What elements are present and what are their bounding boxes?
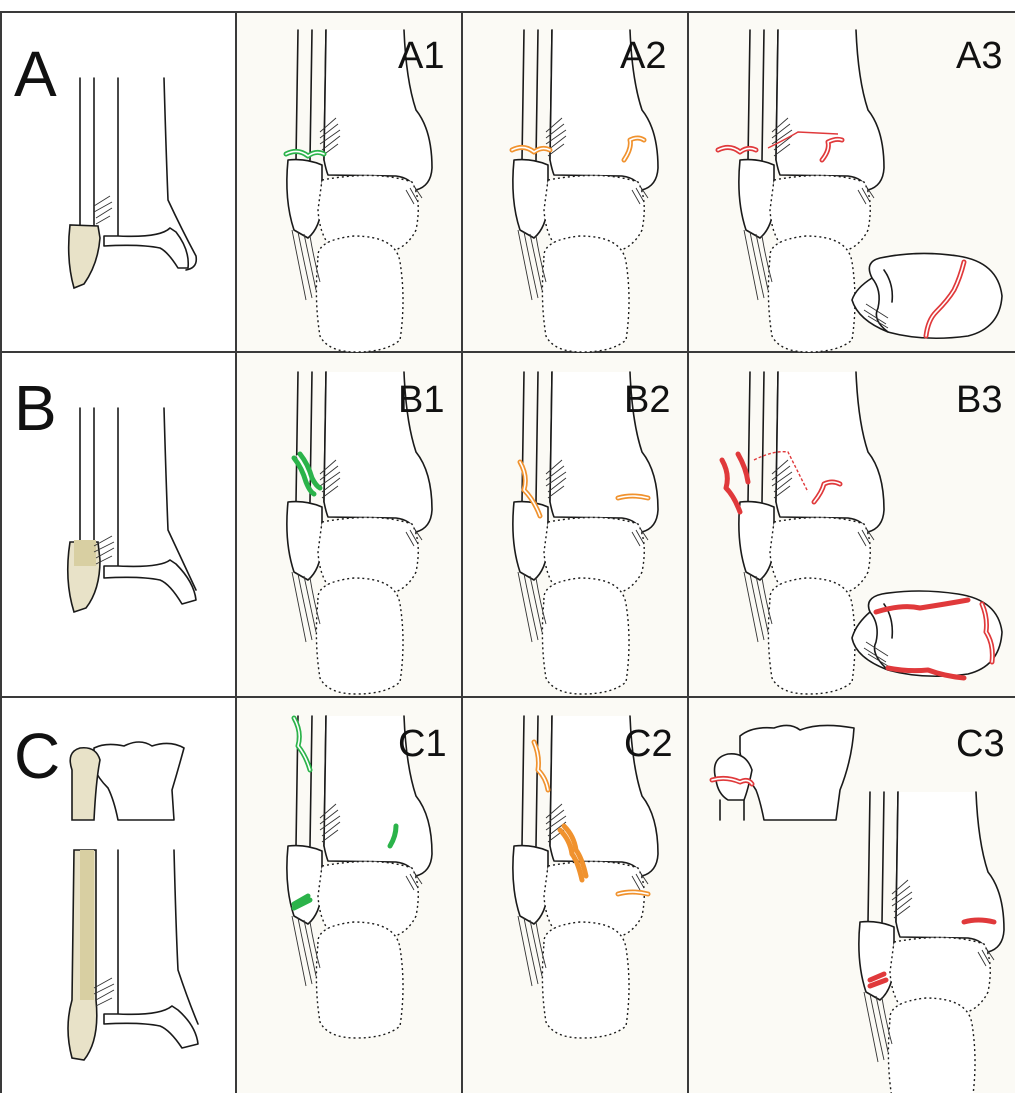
- panel-label-c3: C3: [956, 723, 1005, 765]
- row-label-b: B: [14, 372, 57, 444]
- panel-label-c1: C1: [398, 723, 447, 765]
- panel-label-a1: A1: [398, 35, 444, 77]
- panel-label-b2: B2: [624, 379, 670, 421]
- row-label-a: A: [14, 38, 57, 110]
- panel-label-b1: B1: [398, 379, 444, 421]
- panel-label-c2: C2: [624, 723, 673, 765]
- panel-label-a3: A3: [956, 35, 1002, 77]
- panel-label-a2: A2: [620, 35, 666, 77]
- row-label-c: C: [14, 720, 60, 792]
- panel-label-b3: B3: [956, 379, 1002, 421]
